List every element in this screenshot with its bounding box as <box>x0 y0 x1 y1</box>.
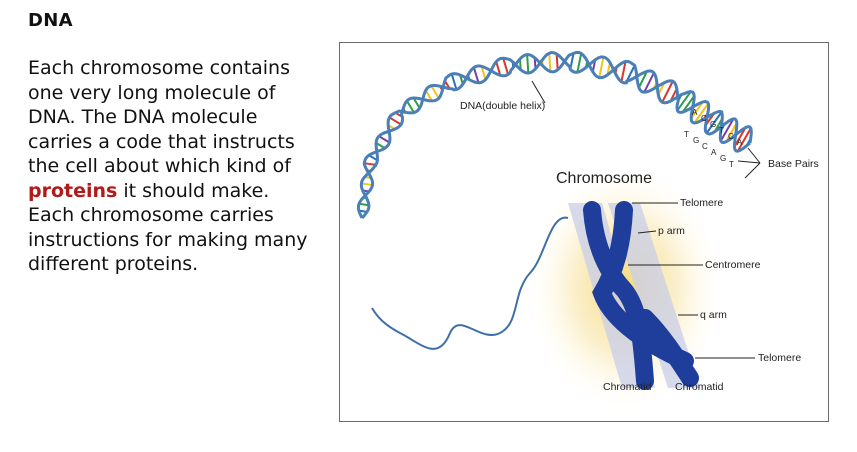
base-letter: A <box>711 148 717 157</box>
base-letter: T <box>729 160 734 169</box>
label-telomere-bottom: Telomere <box>758 352 801 364</box>
base-pair-rung <box>555 53 559 70</box>
base-pair-rung <box>725 122 738 143</box>
figure-illustration: DNA(double helix) Base Pairs Chromosome … <box>356 50 819 408</box>
dna-double-helix <box>356 50 753 220</box>
base-pair-rung <box>364 162 376 166</box>
base-pair-rung <box>526 54 530 74</box>
base-pair-rung <box>424 89 433 102</box>
base-letter: C <box>701 114 707 123</box>
base-pair-rung <box>676 90 692 111</box>
label-chromosome: Chromosome <box>556 170 652 187</box>
base-pair-rung <box>693 102 710 124</box>
body-text-end: it should make. Each chromosome carries … <box>28 179 308 276</box>
base-letter: G <box>720 154 726 163</box>
label-centromere: Centromere <box>705 259 761 271</box>
label-telomere-top: Telomere <box>680 197 723 209</box>
base-pair-rung <box>378 135 390 144</box>
base-pair-rung <box>576 53 583 73</box>
label-chromatid-right: Chromatid <box>675 381 724 393</box>
base-pair-rung <box>388 116 402 126</box>
base-letter: G <box>693 136 699 145</box>
base-pair-rung <box>430 85 440 99</box>
base-pair-rung <box>495 61 502 76</box>
base-pair-rung <box>637 70 648 89</box>
base-pair-rung <box>719 118 735 142</box>
base-letter: A <box>737 138 743 147</box>
base-letter: C <box>728 132 734 141</box>
label-q-arm: q arm <box>700 309 727 321</box>
base-pair-rung <box>620 61 627 83</box>
dna-chromosome-figure: DNA(double helix) Base Pairs Chromosome … <box>339 42 829 422</box>
base-pair-rung <box>690 101 704 119</box>
base-pair-rung <box>625 64 636 82</box>
base-pair-rung <box>450 73 458 90</box>
base-pair-rung <box>598 56 605 78</box>
base-pair-rung <box>406 100 415 114</box>
base-pair-rung <box>681 95 696 113</box>
base-letter: C <box>702 142 708 151</box>
base-pair-rung <box>661 80 674 103</box>
label-chromatid-left: Chromatid <box>603 381 652 393</box>
body-text-start: Each chromosome contains one very long m… <box>28 57 295 177</box>
chromatid-band-right <box>608 203 700 388</box>
base-letter: G <box>710 120 716 129</box>
emphasis-proteins: proteins <box>28 179 118 202</box>
dna-thin-strand <box>371 216 569 350</box>
body-paragraph: Each chromosome contains one very long m… <box>28 56 313 277</box>
base-pair-rung <box>358 202 370 207</box>
base-pair-rung <box>480 66 487 80</box>
leader-lines <box>531 80 761 359</box>
base-pair-rung <box>361 182 373 187</box>
label-dna: DNA(double helix) <box>460 100 545 112</box>
base-letter: A <box>692 108 698 117</box>
base-pair-rung <box>733 127 747 148</box>
label-base-pairs: Base Pairs <box>768 158 819 170</box>
base-pair-rung <box>472 67 480 84</box>
base-pair-rung <box>412 97 421 109</box>
base-pair-rung <box>548 53 552 72</box>
label-p-arm: p arm <box>658 225 685 237</box>
base-letter: T <box>719 126 724 135</box>
page-title: DNA <box>28 10 73 31</box>
base-pair-rung <box>502 57 510 75</box>
base-pair-rung <box>705 111 723 134</box>
base-pair-rung <box>736 127 752 152</box>
helix-strand-b <box>356 50 751 219</box>
chromosome-shape <box>583 201 699 390</box>
base-pair-rung <box>643 72 655 93</box>
base-letter: T <box>684 130 689 139</box>
